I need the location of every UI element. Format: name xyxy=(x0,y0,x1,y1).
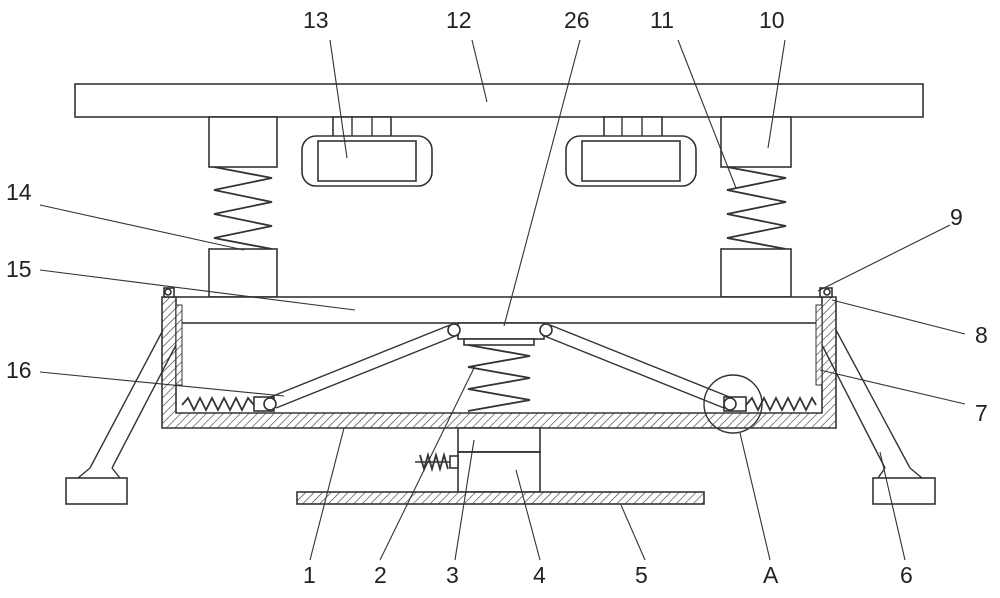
central-spring xyxy=(467,344,531,412)
spring-seat-left xyxy=(208,248,278,298)
adjusting-screw xyxy=(415,451,459,473)
top-platform xyxy=(74,83,924,118)
label-2: 2 xyxy=(374,562,387,588)
label-3: 3 xyxy=(446,562,459,588)
label-26: 26 xyxy=(564,7,590,33)
label-12: 12 xyxy=(446,7,472,33)
label-A: A xyxy=(763,562,779,588)
label-5: 5 xyxy=(635,562,648,588)
label-8: 8 xyxy=(975,322,988,348)
leader-lines xyxy=(39,39,966,561)
label-14: 14 xyxy=(6,179,32,205)
guide-rail-right xyxy=(815,304,823,386)
detail-circle-a xyxy=(703,374,763,434)
upper-spring-left xyxy=(213,166,273,250)
leg-left xyxy=(65,329,177,505)
corner-pin-right xyxy=(823,288,831,296)
linkage-arm-left xyxy=(267,324,459,409)
upper-spring-housing-right xyxy=(720,116,792,168)
label-16: 16 xyxy=(6,357,32,383)
label-6: 6 xyxy=(900,562,913,588)
spring-seat-right xyxy=(720,248,792,298)
label-1: 1 xyxy=(303,562,316,588)
inner-plate xyxy=(165,296,828,324)
central-spring-cap xyxy=(463,338,535,346)
lower-column xyxy=(457,427,541,453)
label-11: 11 xyxy=(650,7,674,33)
leg-right xyxy=(821,329,936,505)
lower-housing xyxy=(457,451,541,493)
slider-spring-right xyxy=(723,395,817,413)
central-hinge-block xyxy=(457,322,545,340)
upper-spring-right xyxy=(726,166,787,250)
label-10: 10 xyxy=(759,7,785,33)
label-13: 13 xyxy=(303,7,329,33)
label-9: 9 xyxy=(950,204,963,230)
roller-left xyxy=(301,116,433,187)
upper-spring-housing-left xyxy=(208,116,278,168)
guide-rail-left xyxy=(175,304,183,386)
label-4: 4 xyxy=(533,562,546,588)
linkage-arm-right xyxy=(541,324,733,409)
label-15: 15 xyxy=(6,256,32,282)
slider-spring-left xyxy=(181,395,277,413)
roller-right xyxy=(565,116,697,187)
label-7: 7 xyxy=(975,400,988,426)
corner-pin-left xyxy=(164,288,172,296)
bottom-plate xyxy=(296,491,705,505)
